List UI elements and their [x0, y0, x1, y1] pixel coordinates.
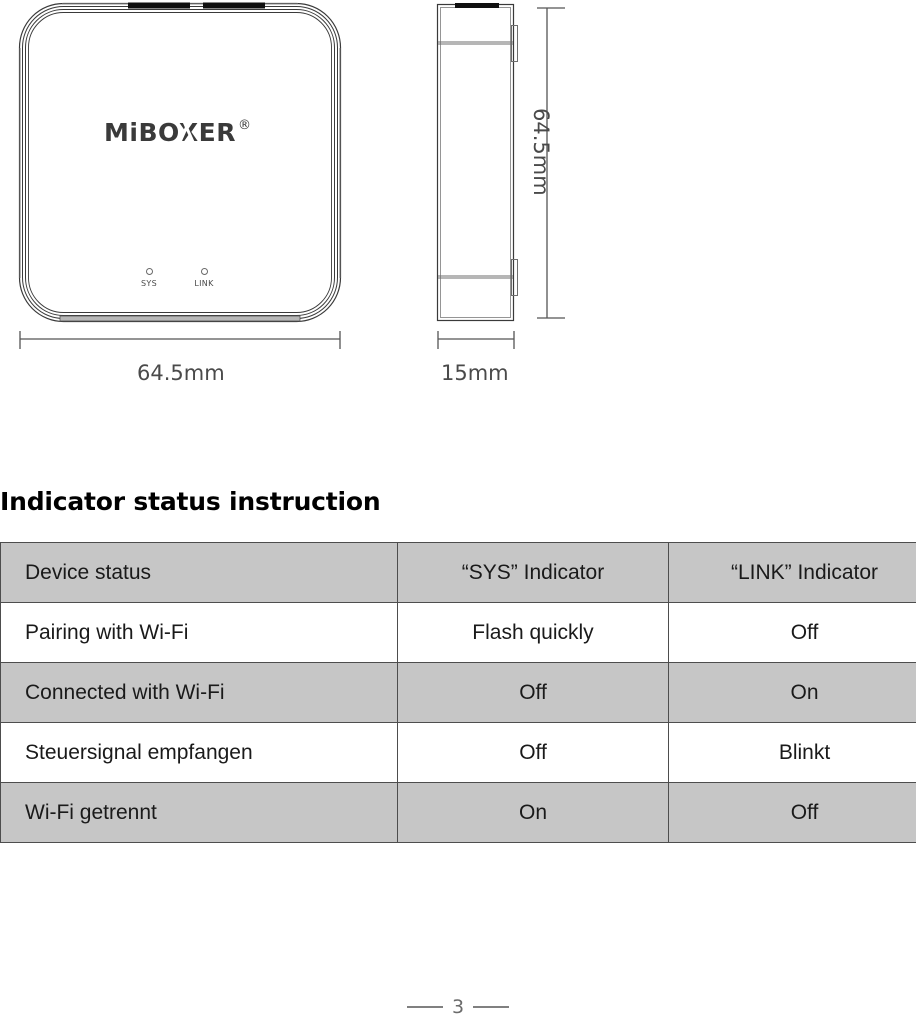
link-indicator-label: LINK — [194, 279, 214, 288]
table-row: Connected with Wi-Fi Off On — [0, 662, 916, 723]
table-row: Steuersignal empfangen Off Blinkt — [0, 722, 916, 783]
sys-indicator-marking: SYS — [129, 268, 169, 288]
indicator-status-table: Device status “SYS” Indicator “LINK” Ind… — [0, 542, 916, 843]
cell-link-state: Off — [668, 782, 916, 843]
link-indicator-marking: LINK — [184, 268, 224, 288]
table-row: Pairing with Wi-Fi Flash quickly Off — [0, 602, 916, 663]
footer-rule-left — [406, 1006, 443, 1008]
side-view-inner-line — [440, 7, 511, 318]
brand-logo-text: MiBOXER — [104, 117, 236, 151]
side-view-mounting-tabs — [511, 25, 518, 296]
front-view-outline — [18, 2, 342, 323]
cell-sys-state: Off — [397, 722, 669, 783]
brand-logo: MiBOXER ® — [104, 117, 251, 151]
page-footer: 3 — [0, 996, 916, 1018]
side-view-seam-lines — [438, 41, 513, 279]
column-header-sys-indicator: “SYS” Indicator — [397, 542, 669, 603]
cell-device-status: Pairing with Wi-Fi — [0, 602, 398, 663]
sys-indicator-label: SYS — [141, 279, 157, 288]
cell-link-state: Off — [668, 602, 916, 663]
front-view-width-dimension — [19, 331, 341, 349]
side-view-width-label: 15mm — [441, 361, 509, 385]
cell-device-status: Steuersignal empfangen — [0, 722, 398, 783]
front-view-width-label: 64.5mm — [137, 361, 225, 385]
side-view-height-dimension — [537, 7, 565, 319]
table-header-row: Device status “SYS” Indicator “LINK” Ind… — [0, 542, 916, 603]
cell-link-state: Blinkt — [668, 722, 916, 783]
link-led-dot-icon — [200, 268, 208, 275]
page-title: Indicator status instruction — [0, 487, 381, 516]
side-view-top-port — [455, 3, 499, 8]
page-number: 3 — [451, 996, 465, 1018]
table-row: Wi-Fi getrennt On Off — [0, 782, 916, 843]
cell-link-state: On — [668, 662, 916, 723]
front-view-side-rails — [19, 48, 341, 278]
cell-sys-state: Flash quickly — [397, 602, 669, 663]
cell-device-status: Wi-Fi getrennt — [0, 782, 398, 843]
cell-sys-state: Off — [397, 662, 669, 723]
column-header-link-indicator: “LINK” Indicator — [668, 542, 916, 603]
footer-rule-right — [473, 1006, 510, 1008]
side-view-outline — [436, 3, 515, 322]
side-view-height-label: 64.5mm — [529, 108, 553, 196]
side-view-width-dimension — [437, 331, 515, 349]
cell-device-status: Connected with Wi-Fi — [0, 662, 398, 723]
product-drawing: MiBOXER ® SYS LINK 64.5mm 15mm 64.5mm — [0, 0, 916, 400]
product-drawing-svg — [18, 2, 565, 349]
front-view-bottom-seam — [59, 315, 301, 322]
registered-trademark-icon: ® — [237, 118, 251, 133]
cell-sys-state: On — [397, 782, 669, 843]
front-view-top-ports — [128, 2, 265, 9]
sys-led-dot-icon — [145, 268, 153, 275]
column-header-device-status: Device status — [0, 542, 398, 603]
